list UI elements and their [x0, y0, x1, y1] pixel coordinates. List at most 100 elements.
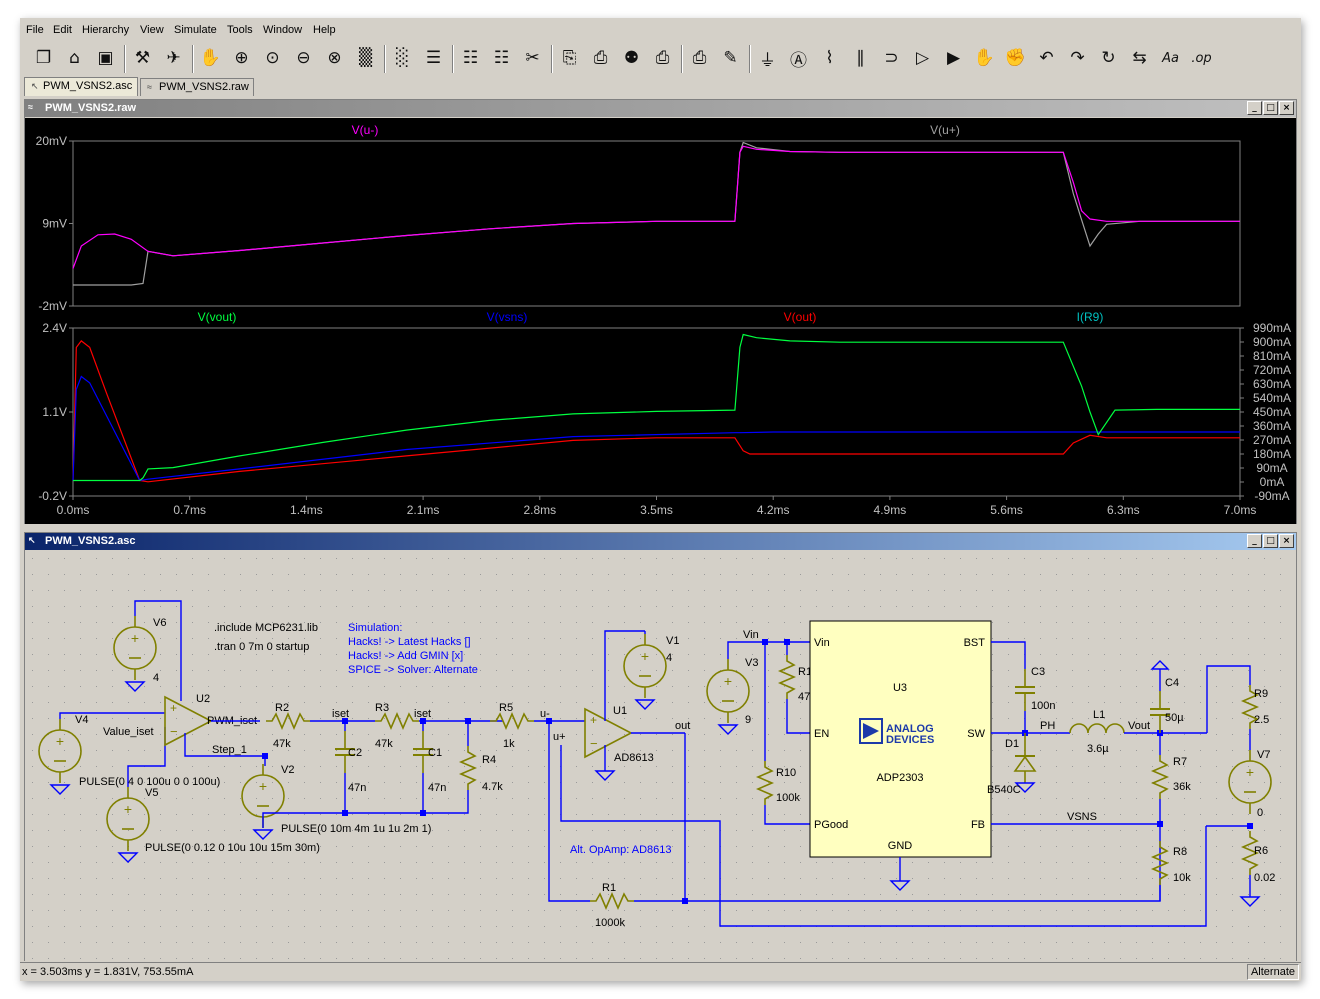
cascade-button[interactable]: ☷ [488, 43, 515, 73]
redo-button[interactable]: ↷ [1064, 43, 1091, 73]
mirror-button[interactable]: ⇆ [1126, 43, 1153, 73]
maximize-button[interactable]: □ [1263, 534, 1278, 548]
text-button[interactable]: Aa [1157, 43, 1184, 73]
paste-button[interactable]: ⎙ [587, 43, 614, 73]
grid-button[interactable]: ░ [389, 43, 416, 73]
series-line [72, 375, 1240, 482]
maximize-button[interactable]: □ [1263, 101, 1278, 115]
undo-button[interactable]: ↶ [1033, 43, 1060, 73]
drag-button[interactable]: ✊ [1002, 43, 1029, 73]
resistor-R5 [490, 711, 534, 731]
y-tick-label: 9mV [42, 217, 67, 231]
move-button[interactable]: ✋ [971, 43, 998, 73]
diode-button[interactable]: ▷ [909, 43, 936, 73]
menu-window[interactable]: Window [263, 24, 303, 36]
menu-file[interactable]: File [26, 24, 44, 36]
series-line [72, 340, 1240, 483]
capacitor-value: 50µ [1165, 712, 1184, 724]
print-setup-button[interactable]: ⎙ [649, 43, 676, 73]
close-button[interactable]: × [1279, 534, 1294, 548]
opamp-value: Value_iset [103, 726, 154, 738]
ground-icon [252, 829, 274, 840]
zoom-in-button[interactable]: ⊕ [228, 43, 255, 73]
plot-window-titlebar[interactable]: ≈ PWM_VSNS2.raw _ □ × [25, 100, 1296, 117]
logo-frame [859, 718, 883, 744]
tile-horizontal-button[interactable]: ☰ [420, 43, 447, 73]
opamp-value: AD8613 [614, 752, 654, 764]
minus-sign: − [590, 736, 598, 751]
halt-icon: ✋ [199, 48, 222, 68]
minimize-button[interactable]: _ [1247, 101, 1262, 115]
menu-simulate[interactable]: Simulate [174, 24, 217, 36]
undo-icon: ↶ [1039, 48, 1054, 68]
cursor-readout: x = 3.503ms y = 1.831V, 753.55mA [22, 966, 194, 978]
y2-tick-label: 360mA [1253, 419, 1291, 433]
resistor-R4 [458, 746, 478, 790]
ground-icon [634, 699, 656, 710]
y2-tick-label: 270mA [1253, 433, 1291, 447]
tab-waveform[interactable]: ≈PWM_VSNS2.raw [140, 78, 254, 96]
source-value: 0 [1257, 807, 1263, 819]
print-button[interactable]: ⎙ [686, 43, 713, 73]
ltspice-window: File Edit Hierarchy View Simulate Tools … [20, 18, 1301, 981]
zoom-in-icon: ⊕ [234, 48, 249, 68]
menu-hierarchy[interactable]: Hierarchy [82, 24, 130, 36]
capacitor-name: C4 [1165, 677, 1179, 689]
y-tick-label: 2.4V [42, 321, 67, 335]
save-button[interactable]: ▣ [92, 43, 119, 73]
series-label: V(vout) [198, 310, 237, 324]
resistor-name: R5 [499, 702, 513, 714]
find-button[interactable]: ⚉ [618, 43, 645, 73]
menu-help[interactable]: Help [313, 24, 336, 36]
component-button[interactable]: ▶ [940, 43, 967, 73]
run-button[interactable]: ✈ [160, 43, 187, 73]
zoom-out-icon: ⊖ [296, 48, 311, 68]
capacitor-button[interactable]: ∥ [847, 43, 874, 73]
halt-button[interactable]: ✋ [197, 43, 224, 73]
opamp-U1 [584, 707, 633, 759]
pin-label: PGood [814, 819, 848, 831]
new-schematic-button[interactable]: ❐ [30, 43, 57, 73]
tile-vertical-button[interactable]: ☷ [457, 43, 484, 73]
resistor-button[interactable]: ⌇ [816, 43, 843, 73]
open-button[interactable]: ⌂ [61, 43, 88, 73]
junction [1247, 823, 1253, 829]
zoom-cancel-button[interactable]: ⊗ [321, 43, 348, 73]
inductor-button[interactable]: ⊃ [878, 43, 905, 73]
solver-indicator: Alternate [1246, 964, 1299, 980]
label-net-button[interactable]: Ⓐ [785, 43, 812, 73]
menu-view[interactable]: View [140, 24, 164, 36]
schematic-window-titlebar[interactable]: ↖ PWM_VSNS2.asc _ □ × [25, 533, 1296, 550]
zoom-out-button[interactable]: ⊖ [290, 43, 317, 73]
print-setup-icon: ⎙ [655, 48, 670, 68]
ground-button[interactable]: ⏚ [754, 43, 781, 73]
source-value: 4 [153, 672, 159, 684]
draw-wire-button[interactable]: ✎ [717, 43, 744, 73]
waveform-icon: ≈ [28, 102, 33, 112]
control-panel-button[interactable]: ⚒ [129, 43, 156, 73]
rotate-button[interactable]: ↻ [1095, 43, 1122, 73]
copy-button[interactable]: ⎘ [556, 43, 583, 73]
menu-tools[interactable]: Tools [227, 24, 253, 36]
resistor-name: R3 [375, 702, 389, 714]
ground-icon [889, 880, 911, 891]
resistor-name: R7 [1173, 756, 1187, 768]
x-tick-label: 4.2ms [757, 503, 790, 517]
minimize-button[interactable]: _ [1247, 534, 1262, 548]
spice-directive-icon: .op [1191, 50, 1212, 66]
waveform-viewer[interactable]: 20mV9mV-2mVV(u-)V(u+)2.4V1.1V-0.2V990mA9… [25, 118, 1296, 524]
cut-button[interactable]: ✂ [519, 43, 546, 73]
tab-schematic[interactable]: ↖PWM_VSNS2.asc [24, 77, 138, 96]
menu-edit[interactable]: Edit [53, 24, 72, 36]
junction [262, 753, 268, 759]
source-value: 4 [666, 652, 672, 664]
plus-sign: + [56, 733, 64, 749]
autorange-button[interactable]: ▒ [352, 43, 379, 73]
logo-text: DEVICES [886, 734, 934, 746]
pan-button[interactable]: ⊙ [259, 43, 286, 73]
capacitor-value: 47n [428, 782, 446, 794]
spice-directive-button[interactable]: .op [1188, 43, 1215, 73]
ic-U3 [809, 620, 992, 858]
close-button[interactable]: × [1279, 101, 1294, 115]
